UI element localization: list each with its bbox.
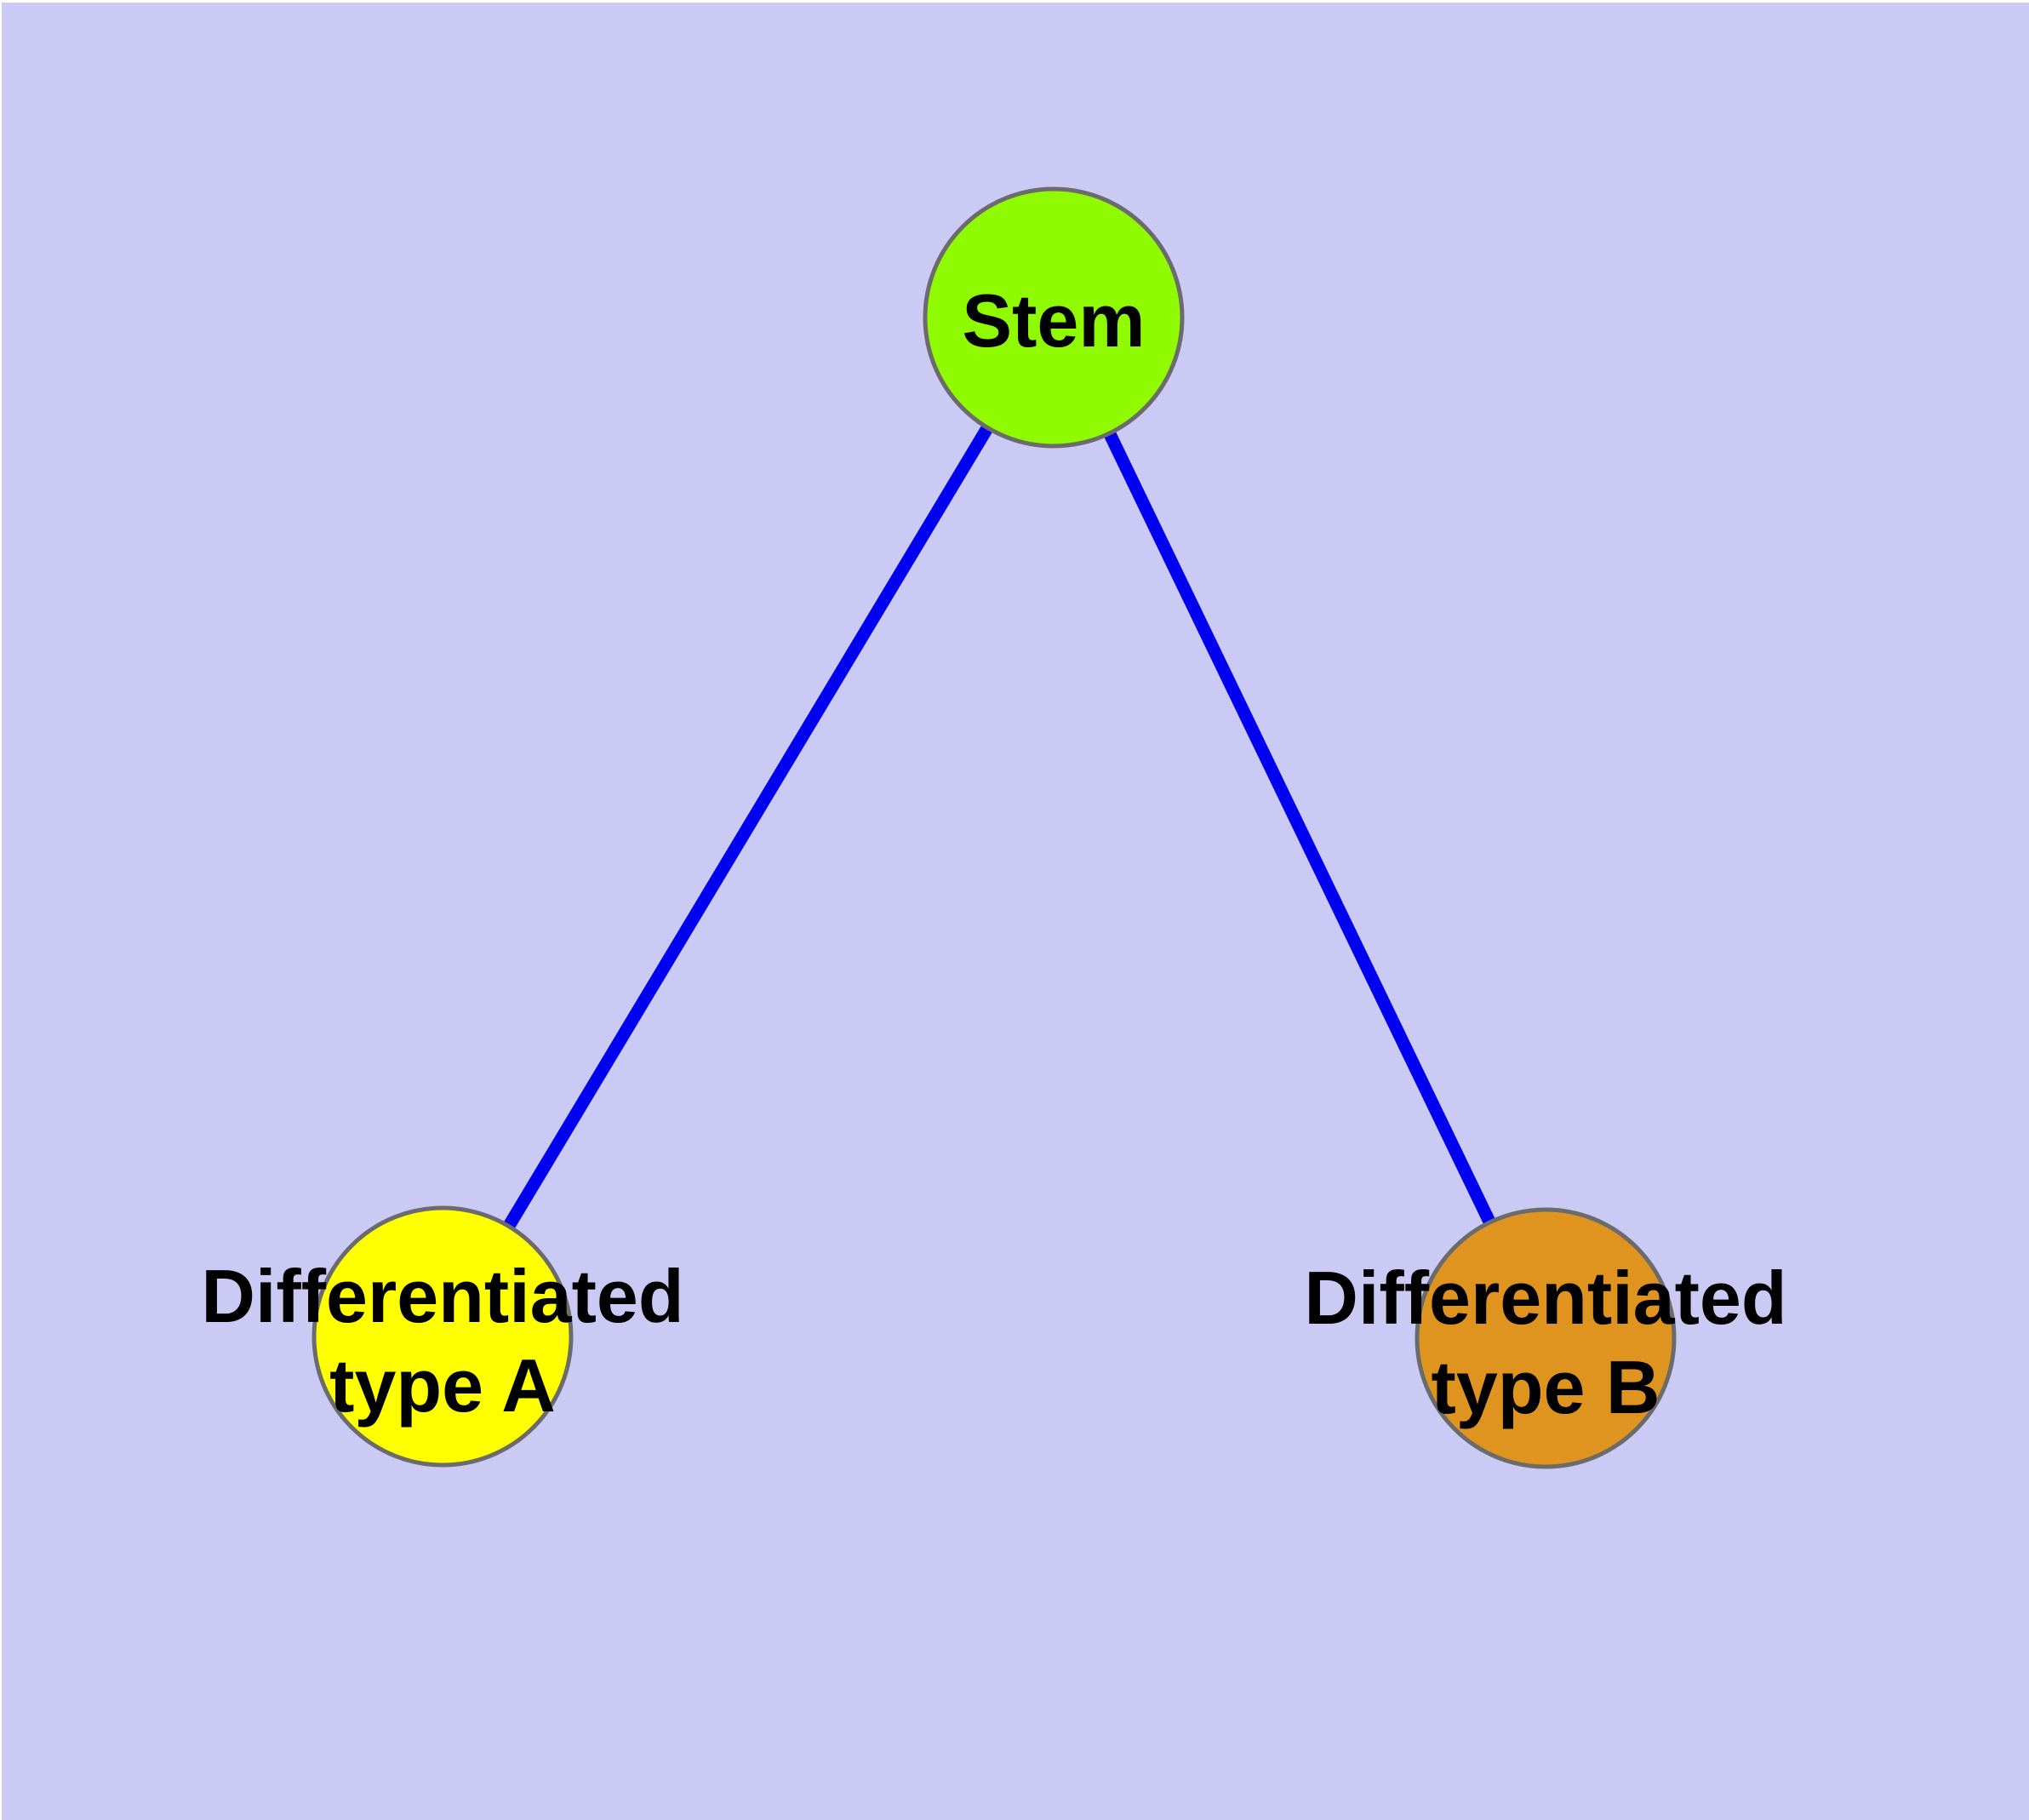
node-type-a-circle: [311, 1205, 574, 1468]
node-type-b-circle: [1415, 1207, 1677, 1469]
node-type-b-label-line-2: type B: [1432, 1345, 1660, 1429]
node-type-a-label-line-2: type A: [329, 1343, 556, 1428]
edge-stem-to-type-a: [437, 314, 1060, 1340]
node-stem: Stem: [923, 186, 1185, 449]
node-type-b-label-line-1: Differentiated: [1304, 1256, 1786, 1340]
node-type-a-label-line-1: Differentiated: [201, 1254, 683, 1338]
node-differentiated-type-b: Differentiated type B: [1304, 1207, 1787, 1469]
node-differentiated-type-a: Differentiated type A: [201, 1205, 684, 1468]
edge-group: [437, 314, 1552, 1342]
node-stem-circle: [923, 186, 1185, 449]
edge-stem-to-type-b: [1048, 314, 1552, 1342]
node-stem-label: Stem: [962, 278, 1145, 363]
